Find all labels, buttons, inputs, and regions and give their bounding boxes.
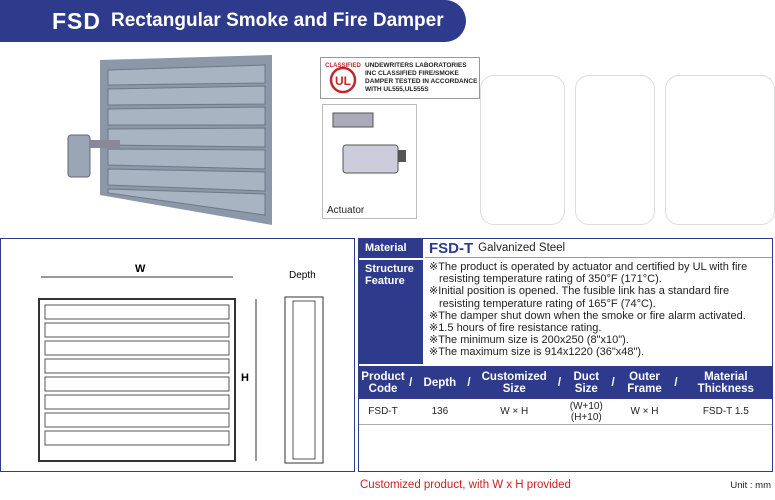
header-duct-size: Duct Size <box>573 370 600 395</box>
feature-item: ※The minimum size is 200x250 (8"x10"). <box>429 334 629 347</box>
table-row: FSD-T 136 W × H (W+10) (H+10) W × H FSD-… <box>359 399 772 425</box>
header-outer-frame: Outer Frame <box>627 370 662 395</box>
header-banner: FSD Rectangular Smoke and Fire Damper <box>0 0 466 42</box>
product-code: FSD <box>52 7 101 34</box>
svg-text:UL: UL <box>335 74 351 88</box>
ul-text-line: UNDEWRITERS LABORATORIES <box>365 62 467 69</box>
feature-item: ※The maximum size is 914x1220 (36"x48"). <box>429 346 645 359</box>
spec-panel: Material FSD-T Galvanized Steel Structure… <box>358 238 773 472</box>
cell: FSD-T <box>368 406 398 417</box>
ul-text-line: DAMPER TESTED IN ACCORDANCE <box>365 78 478 85</box>
cell: FSD-T 1.5 <box>702 406 749 417</box>
cell: 136 <box>431 406 449 417</box>
ul-classified-logo: UL CLASSIFIED <box>325 63 361 94</box>
decor-shape <box>665 75 775 225</box>
feature-item: ※Initial position is opened. The fusible… <box>429 285 730 310</box>
unit-label: Unit : mm <box>730 480 771 491</box>
decor-shape <box>480 75 565 225</box>
cell: W × H <box>630 406 659 417</box>
structure-feature-list: ※The product is operated by actuator and… <box>429 261 772 359</box>
material-value: FSD-T Galvanized Steel <box>425 239 772 258</box>
header-product-code: Product Code <box>361 370 405 395</box>
dimension-drawing: W H Depth <box>0 238 355 472</box>
actuator-image: Actuator <box>322 104 417 219</box>
material-code: FSD-T <box>429 239 474 257</box>
header-depth: Depth <box>423 376 457 389</box>
damper-photo <box>67 55 272 225</box>
feature-item: ※The damper shut down when the smoke or … <box>429 309 746 322</box>
header-customized-size: Customized Size <box>481 370 547 395</box>
cell: W × H <box>500 406 529 417</box>
ul-text-line: INC CLASSIFIED FIRE/SMOKE <box>365 70 459 77</box>
width-label: W <box>135 263 146 275</box>
page-title: Rectangular Smoke and Fire Damper <box>111 10 444 31</box>
table-header: Product Code/ Depth/ Customized Size/ Du… <box>359 366 772 399</box>
ul-text-line: WITH UL555,UL555S <box>365 86 429 93</box>
feature-item: ※The product is operated by actuator and… <box>429 261 748 286</box>
actuator-label: Actuator <box>327 205 365 216</box>
customization-note: Customized product, with W x H provided <box>360 479 571 491</box>
header-material-thickness: Material Thickness <box>697 370 754 395</box>
material-label: Material <box>359 239 423 258</box>
cell: (W+10) (H+10) <box>569 400 603 423</box>
structure-label: Structure Feature <box>359 260 423 364</box>
decor-shape <box>575 75 655 225</box>
feature-item: ※1.5 hours of fire resistance rating. <box>429 322 602 335</box>
height-label: H <box>241 372 249 384</box>
material-text: Galvanized Steel <box>478 242 566 254</box>
svg-text:CLASSIFIED: CLASSIFIED <box>325 63 361 69</box>
depth-label: Depth <box>289 270 316 281</box>
